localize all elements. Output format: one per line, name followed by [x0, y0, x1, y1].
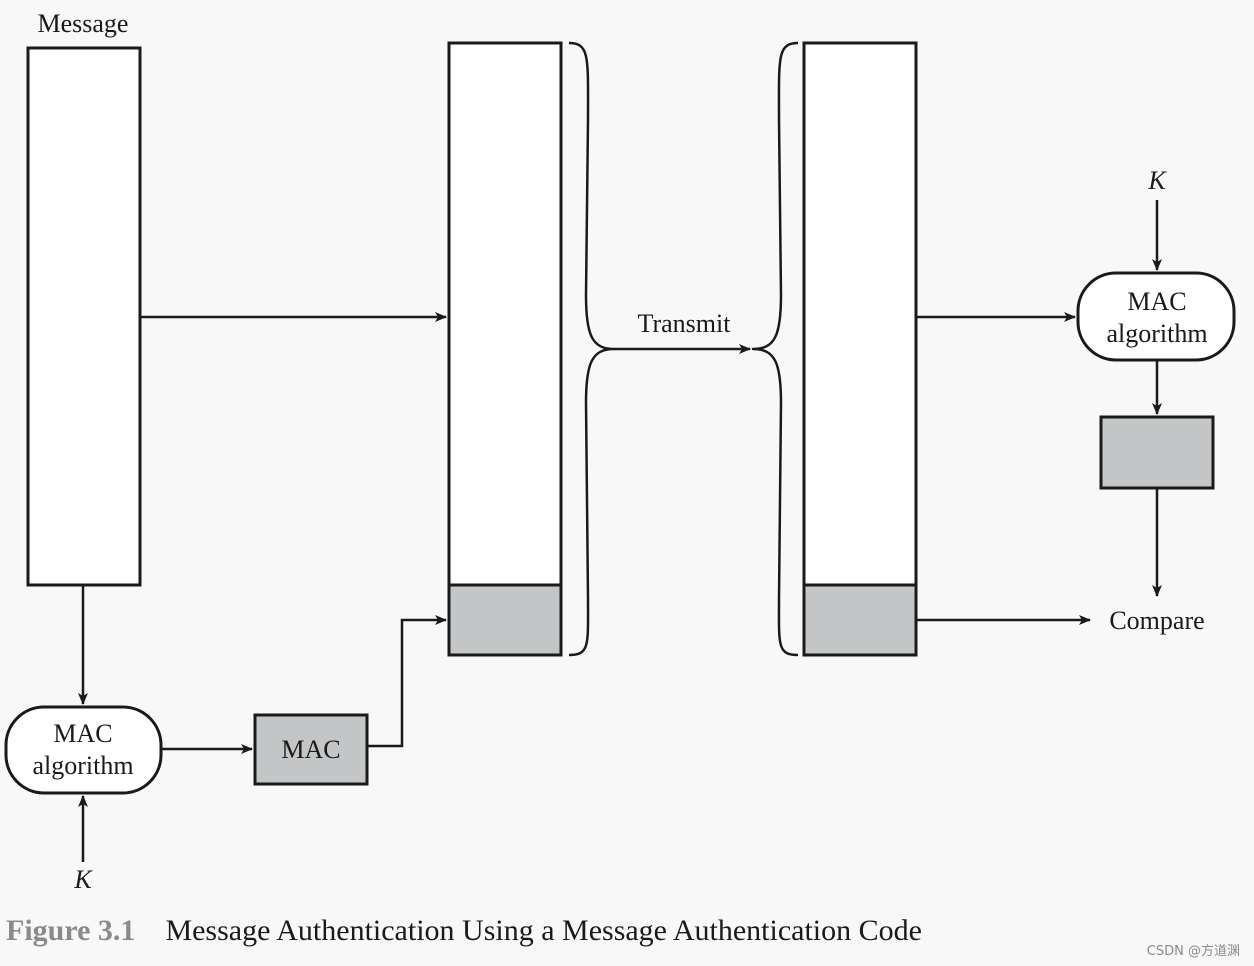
received-message-block: [802, 41, 918, 587]
transmitted-mac-segment: [447, 583, 563, 657]
sender-mac-algorithm-line2: algorithm: [32, 751, 133, 780]
mac-authentication-diagram: Message MAC algorithm K MAC Transmit K M…: [4, 9, 1236, 894]
message-label: Message: [38, 9, 129, 38]
sender-message-block: [26, 46, 142, 587]
receiver-key-label: K: [1147, 166, 1167, 195]
figure-title: Message Authentication Using a Message A…: [165, 914, 922, 947]
figure-caption: Figure 3.1 Message Authentication Using a…: [6, 914, 922, 948]
receiver-mac-algorithm-line1: MAC: [1127, 287, 1186, 316]
mac-to-transmitted-arrow: [367, 615, 447, 748]
sender-brace: [568, 41, 616, 657]
watermark: CSDN @方道渊: [1146, 944, 1240, 959]
sender-mac-algorithm-line1: MAC: [53, 719, 112, 748]
receiver-brace: [751, 41, 799, 657]
compare-label: Compare: [1109, 606, 1204, 635]
figure-number: Figure 3.1: [6, 914, 136, 947]
received-mac-segment: [802, 583, 918, 657]
transmit-label: Transmit: [638, 309, 732, 338]
sender-key-label: K: [73, 865, 93, 894]
transmitted-message-block: [447, 41, 563, 587]
receiver-mac-algorithm-line2: algorithm: [1106, 319, 1207, 348]
computed-mac-box: [1099, 415, 1215, 490]
sender-mac-box: [253, 713, 369, 786]
sender-mac-box-label: MAC: [281, 735, 340, 764]
